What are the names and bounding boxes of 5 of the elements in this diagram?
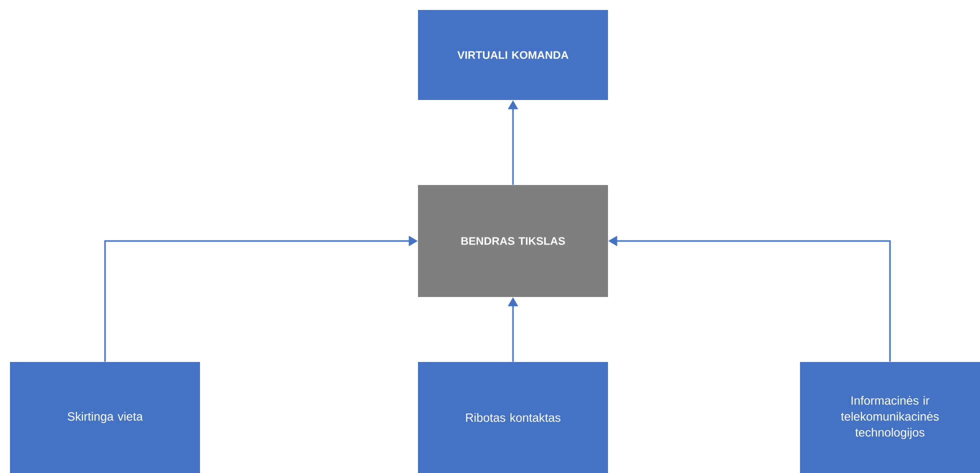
heading-box: BENDRAS TIKSLAS xyxy=(418,185,608,297)
process-box: Skirtinga vieta xyxy=(10,362,200,473)
process-box: Informacinės ir telekomunikacinės technologijos xyxy=(800,362,980,473)
process-box: Ribotas kontaktas xyxy=(418,362,608,473)
heading-box: VIRTUALI KOMANDA xyxy=(418,10,608,100)
